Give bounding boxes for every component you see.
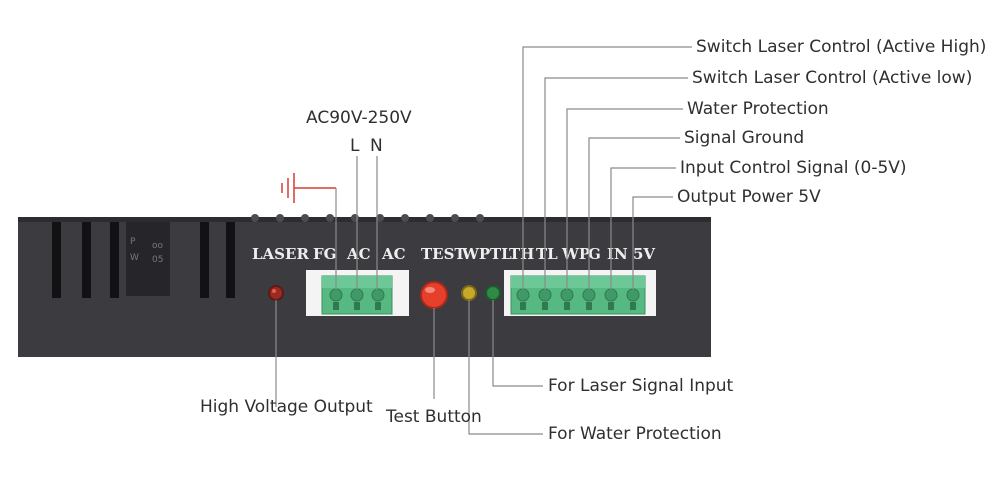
callout-water-protection: Water Protection [687,99,829,119]
panel-labels: LASER FG AC AC TEST WP TL TH TL WP G IN … [252,245,655,263]
leader-g [588,137,680,290]
callout-input-control: Input Control Signal (0-5V) [680,158,907,178]
leader-tl [544,77,688,290]
panel-top-edge [18,217,711,222]
svg-text:05: 05 [152,255,163,265]
test-button-highlight [425,287,435,293]
callout-signal-ground: Signal Ground [684,128,805,148]
panel-label-ac1: AC [346,245,371,263]
panel-label-laser: LASER [252,245,309,263]
panel-label-test: TEST [421,245,466,263]
live-label: L [350,136,360,156]
svg-text:oo: oo [152,241,164,251]
callout-output-power: Output Power 5V [677,187,821,207]
vent-slots [52,222,235,298]
test-button[interactable] [420,281,448,309]
callout-laser-signal: For Laser Signal Input [548,376,734,396]
callout-high-voltage: High Voltage Output [200,397,373,417]
leader-water-protection [468,300,543,435]
panel-screw-dimples [251,214,484,222]
leader-in [610,167,676,290]
callout-for-water-protection: For Water Protection [548,424,722,444]
callout-test-button: Test Button [386,407,482,427]
control-terminal-block [504,270,656,316]
panel-label-in: IN [607,245,628,263]
callout-active-high: Switch Laser Control (Active High) [696,37,987,57]
svg-text:W: W [130,253,139,263]
laser-led-highlight [272,289,276,293]
sticker: P W oo 05 [126,222,170,296]
wp-indicator-led [461,285,477,301]
panel-label-wp: WP [561,245,590,263]
panel-label-5v: 5V [633,245,655,263]
leader-lines [275,46,692,435]
neutral-label: N [370,136,383,156]
panel-label-ac2: AC [381,245,406,263]
tl-indicator-led [485,285,501,301]
panel-label-tl-led: TL [490,245,512,263]
leader-th [522,46,692,290]
leader-5v [632,196,673,290]
panel-label-wp-led: WP [461,245,490,263]
panel-label-fg: FG [313,245,336,263]
panel-label-g: G [588,245,601,263]
leader-wp [566,108,683,290]
panel-label-th: TH [509,245,534,263]
ac-voltage-label: AC90V-250V [306,108,412,128]
ground-icon [281,173,336,203]
panel-label-tl: TL [536,245,558,263]
laser-indicator-led [268,285,284,301]
leader-laser-signal [492,300,543,387]
callout-active-low: Switch Laser Control (Active low) [692,68,973,88]
svg-text:P: P [130,237,136,247]
